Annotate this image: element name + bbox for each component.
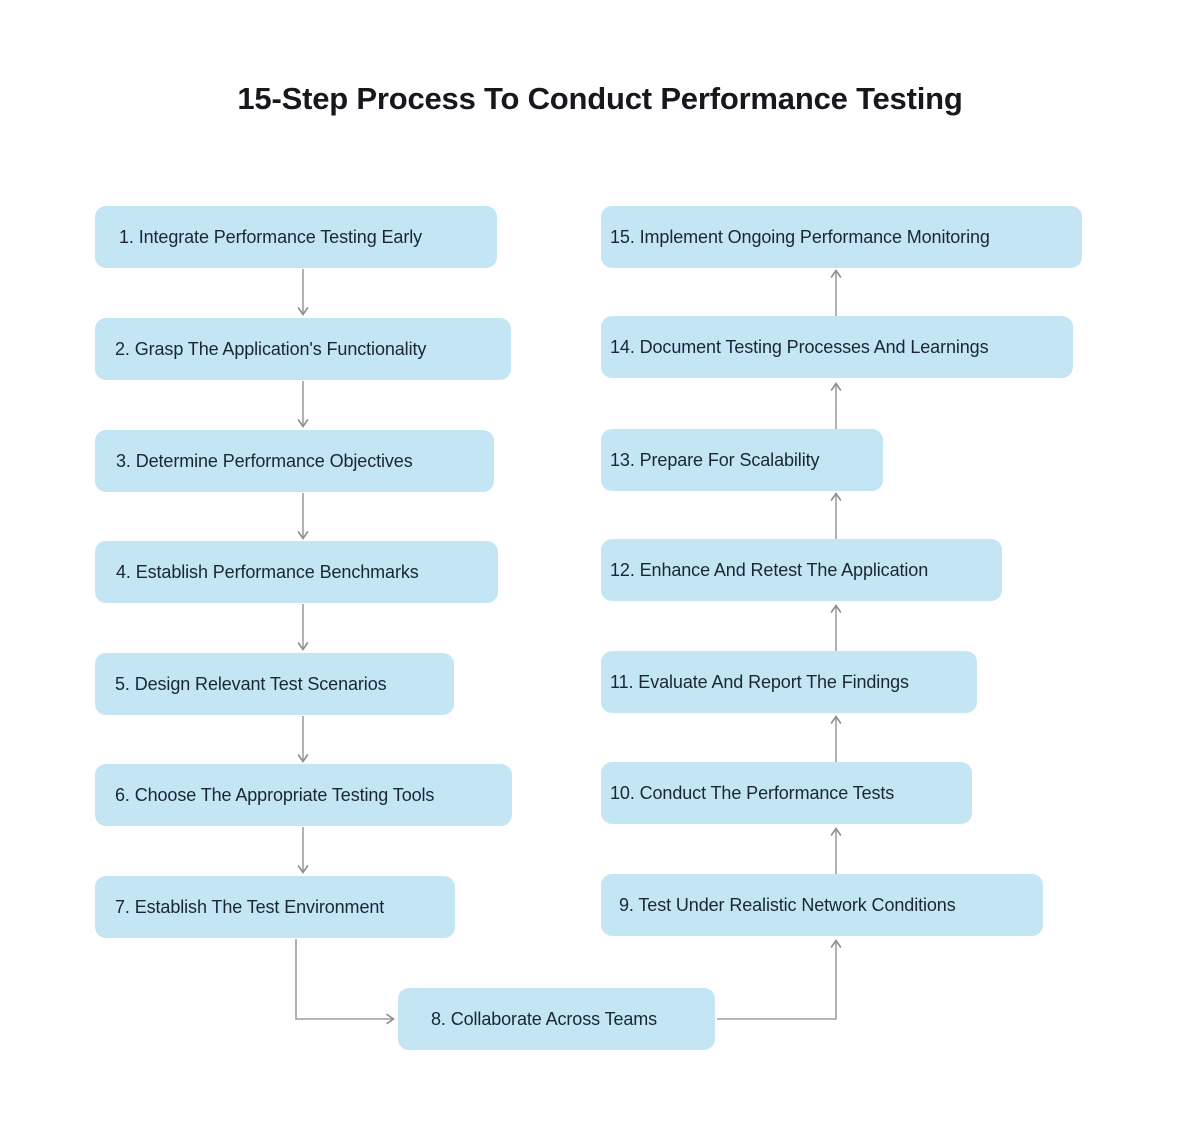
step-label-4: 4. Establish Performance Benchmarks bbox=[116, 561, 419, 582]
arrow-step11-to-step12 bbox=[830, 604, 842, 651]
step-box-1[interactable]: 1. Integrate Performance Testing Early bbox=[95, 206, 497, 268]
arrow-step1-to-step2 bbox=[297, 269, 309, 316]
arrow-step2-to-step3 bbox=[297, 381, 309, 428]
arrow-step12-to-step13 bbox=[830, 492, 842, 539]
step-label-14: 14. Document Testing Processes And Learn… bbox=[610, 336, 989, 357]
arrow-step4-to-step5 bbox=[297, 604, 309, 651]
step-label-2: 2. Grasp The Application's Functionality bbox=[115, 338, 427, 359]
arrow-step14-to-step15 bbox=[830, 269, 842, 316]
step-box-7[interactable]: 7. Establish The Test Environment bbox=[95, 876, 455, 938]
arrow-step9-to-step10 bbox=[830, 827, 842, 874]
step-box-9[interactable]: 9. Test Under Realistic Network Conditio… bbox=[601, 874, 1043, 936]
step-box-2[interactable]: 2. Grasp The Application's Functionality bbox=[95, 318, 511, 380]
step-label-7: 7. Establish The Test Environment bbox=[115, 896, 385, 917]
arrow-step6-to-step7 bbox=[297, 827, 309, 874]
step-box-6[interactable]: 6. Choose The Appropriate Testing Tools bbox=[95, 764, 512, 826]
step-box-11[interactable]: 11. Evaluate And Report The Findings bbox=[601, 651, 977, 713]
step-box-14[interactable]: 14. Document Testing Processes And Learn… bbox=[601, 316, 1073, 378]
step-label-5: 5. Design Relevant Test Scenarios bbox=[115, 673, 387, 694]
step-label-1: 1. Integrate Performance Testing Early bbox=[119, 226, 423, 247]
step-box-15[interactable]: 15. Implement Ongoing Performance Monito… bbox=[601, 206, 1082, 268]
step-label-3: 3. Determine Performance Objectives bbox=[116, 450, 413, 471]
arrow-step10-to-step11 bbox=[830, 715, 842, 762]
step-label-13: 13. Prepare For Scalability bbox=[610, 449, 820, 470]
step-box-3[interactable]: 3. Determine Performance Objectives bbox=[95, 430, 494, 492]
step-box-8[interactable]: 8. Collaborate Across Teams bbox=[398, 988, 715, 1050]
arrow-step5-to-step6 bbox=[297, 716, 309, 763]
arrow-step13-to-step14 bbox=[830, 382, 842, 429]
step-box-5[interactable]: 5. Design Relevant Test Scenarios bbox=[95, 653, 454, 715]
step-label-10: 10. Conduct The Performance Tests bbox=[610, 782, 895, 803]
step-box-10[interactable]: 10. Conduct The Performance Tests bbox=[601, 762, 972, 824]
step-label-15: 15. Implement Ongoing Performance Monito… bbox=[610, 226, 990, 247]
step-label-11: 11. Evaluate And Report The Findings bbox=[610, 671, 909, 692]
step-label-9: 9. Test Under Realistic Network Conditio… bbox=[619, 894, 956, 915]
page-title: 15-Step Process To Conduct Performance T… bbox=[237, 81, 963, 116]
arrow-step3-to-step4 bbox=[297, 493, 309, 540]
step-box-4[interactable]: 4. Establish Performance Benchmarks bbox=[95, 541, 498, 603]
step-label-8: 8. Collaborate Across Teams bbox=[431, 1008, 658, 1029]
step-label-6: 6. Choose The Appropriate Testing Tools bbox=[115, 784, 435, 805]
arrow-step8-to-step9 bbox=[717, 939, 842, 1020]
step-box-13[interactable]: 13. Prepare For Scalability bbox=[601, 429, 883, 491]
step-label-12: 12. Enhance And Retest The Application bbox=[610, 559, 929, 580]
arrow-step7-to-step8 bbox=[295, 939, 395, 1025]
step-box-12[interactable]: 12. Enhance And Retest The Application bbox=[601, 539, 1002, 601]
